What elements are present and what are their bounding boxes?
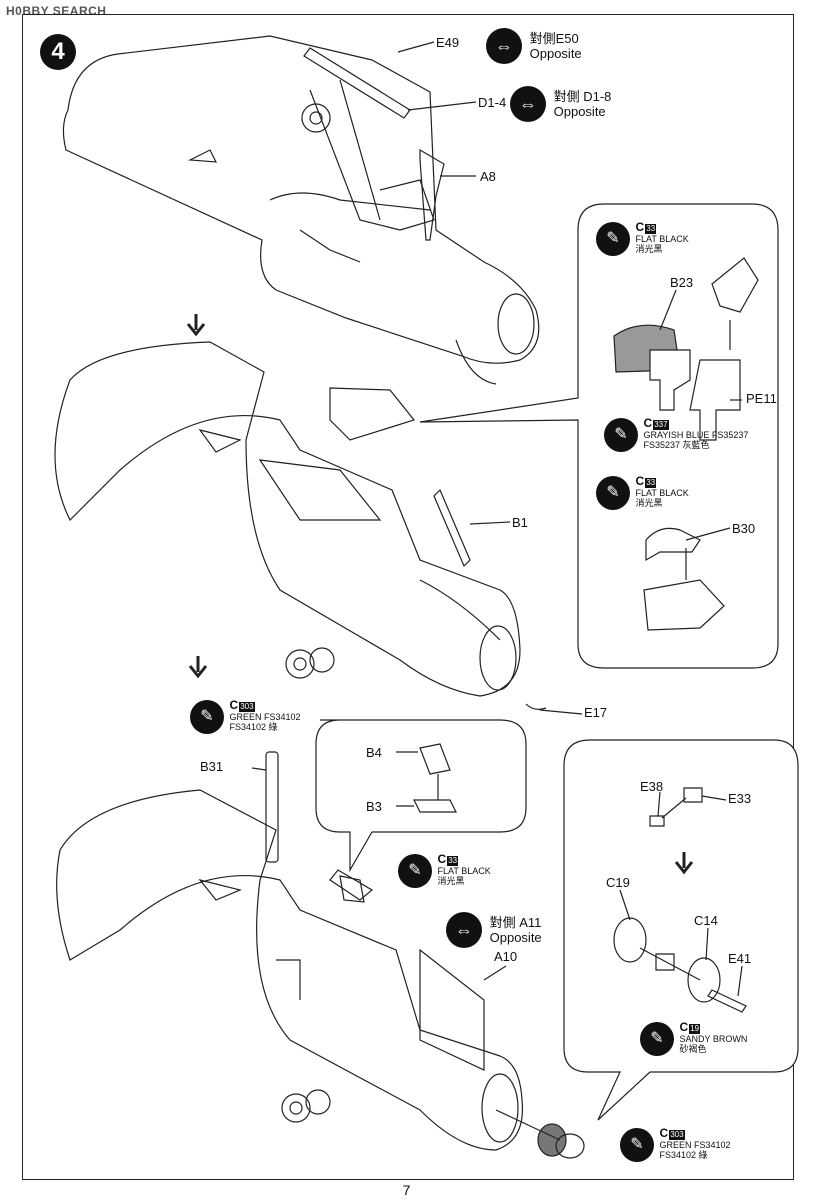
paint-brush-icon: ✎ [640,1022,674,1056]
double-arrow-icon: ⇔ [510,86,546,122]
step-number-badge: 4 [40,34,76,70]
opposite-e50-en: Opposite [529,46,582,61]
page-number: 7 [402,1182,411,1198]
part-label-e38: E38 [640,779,664,794]
part-label-e49: E49 [436,35,460,50]
paint-brush-icon: ✎ [596,222,630,256]
part-label-a8: A8 [480,169,496,184]
part-label-d14: D1-4 [478,95,507,110]
page-frame [22,14,794,1180]
part-label-b23: B23 [670,275,694,290]
paint-brush-icon: ✎ [398,854,432,888]
opposite-d18-en: Opposite [553,104,606,119]
paint-brush-icon: ✎ [604,418,638,452]
part-label-e33: E33 [728,791,752,806]
part-label-a10: A10 [494,949,518,964]
fuselage-top [62,35,540,385]
opposite-a11-en: Opposite [489,930,542,945]
part-label-c14: C14 [694,913,718,928]
part-label-e17: E17 [584,705,608,720]
paint-brush-icon: ✎ [596,476,630,510]
part-label-e41: E41 [728,951,752,966]
part-label-pe11: PE11 [746,391,777,406]
part-label-b30: B30 [732,521,756,536]
part-label-c19: C19 [606,875,630,890]
opposite-a11-cn: 對側 A11 [489,915,542,930]
part-label-b3: B3 [366,799,382,814]
double-arrow-icon: ⇔ [446,912,482,948]
part-label-b31: B31 [200,759,224,774]
part-label-b1: B1 [512,515,528,530]
paint-brush-icon: ✎ [620,1128,654,1162]
paint-brush-icon: ✎ [190,700,224,734]
opposite-d18-cn: 對側 D1-8 [553,89,612,104]
opposite-e50-cn: 對側E50 [529,31,579,46]
double-arrow-icon: ⇔ [486,28,522,64]
part-label-b4: B4 [366,745,382,760]
